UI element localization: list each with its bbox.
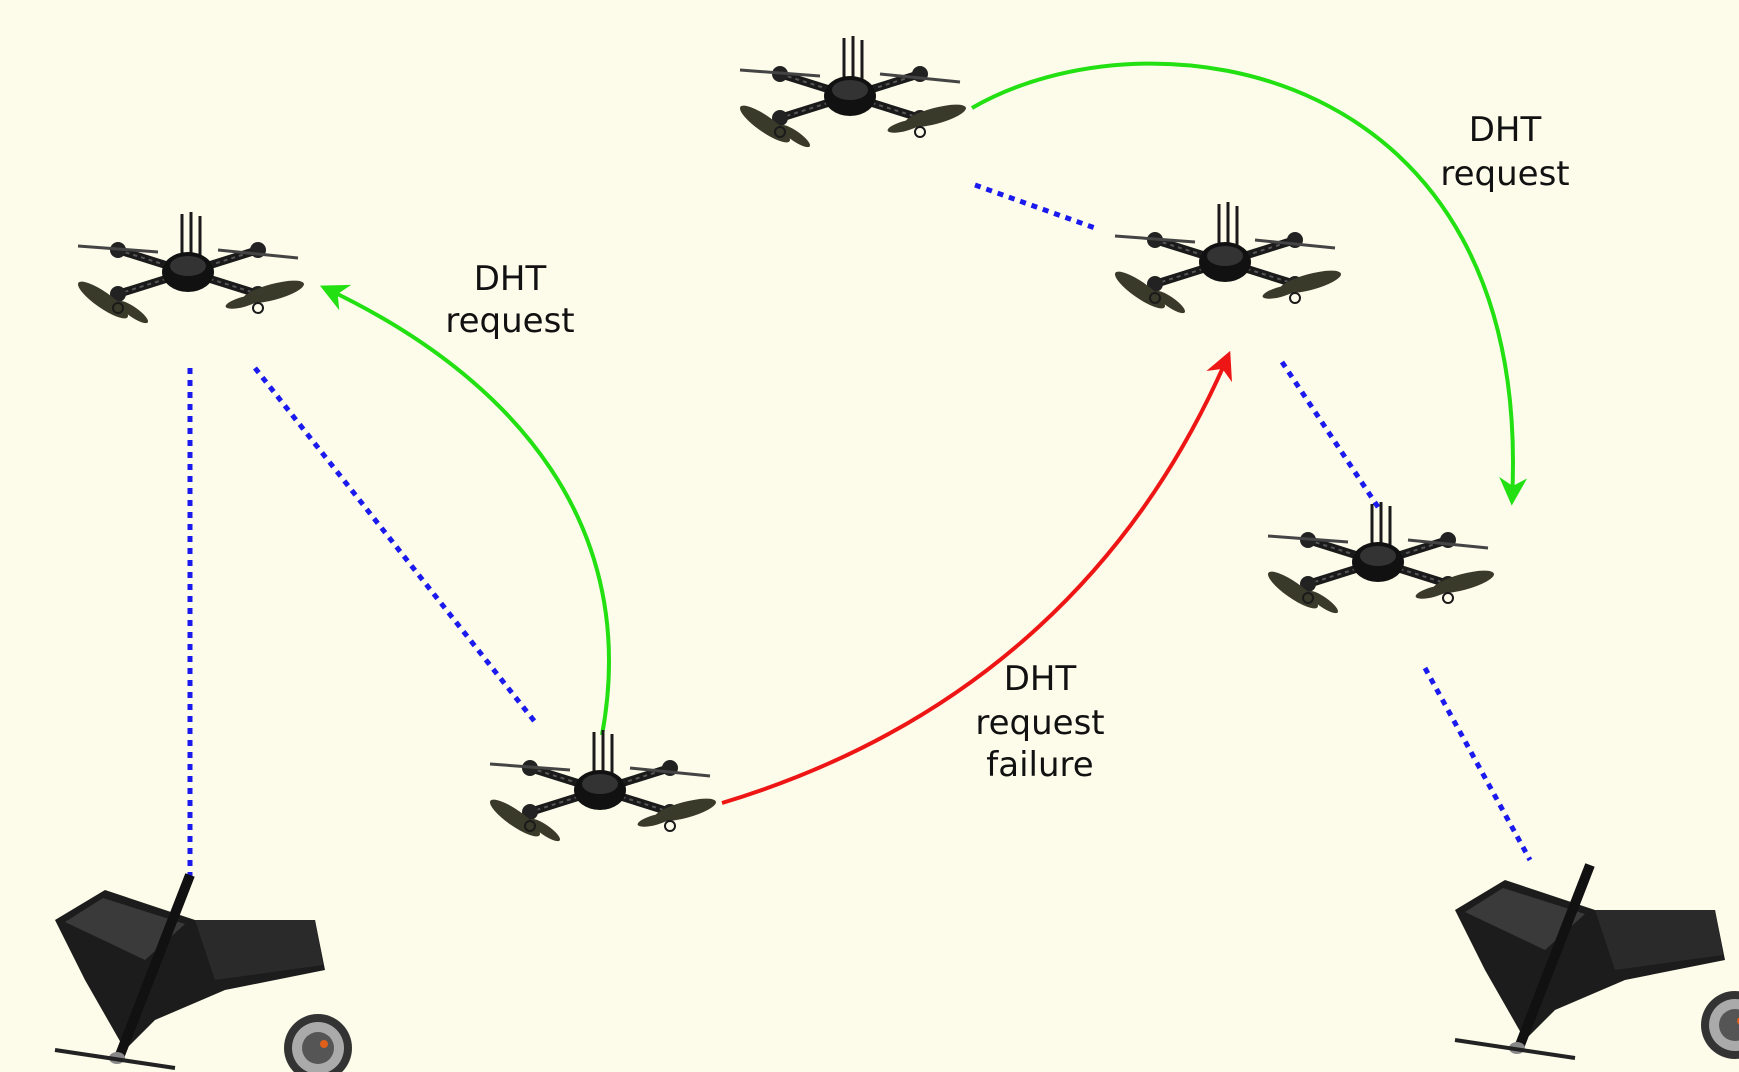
label-line: DHT (1004, 659, 1077, 699)
mesh-links (187, 182, 1533, 880)
label-dht-request-top-right: DHT request (1440, 110, 1569, 194)
fixed-wing-drone-icon (55, 875, 325, 1068)
label-line: DHT (474, 259, 547, 299)
quadcopter-icon (1111, 202, 1343, 316)
label-line: failure (986, 745, 1093, 785)
quadcopter-icon (736, 36, 968, 150)
fixed-wing-drone-icon (1455, 865, 1725, 1058)
label-line: request (445, 301, 574, 341)
camera-icon (284, 1014, 352, 1072)
link-top-drone-to-mid-drone (974, 182, 1096, 231)
quadcopter-icon (486, 730, 718, 844)
label-line: request (1440, 154, 1569, 194)
dht-request-failure-arrow (721, 350, 1232, 805)
dht-request-arrow-left (319, 284, 611, 736)
quadcopter-icon (74, 212, 306, 326)
link-mid-drone-to-right-drone (1279, 360, 1383, 512)
dht-request-arrow-top-right (971, 61, 1528, 506)
label-line: request (975, 703, 1104, 743)
label-dht-request-left: DHT request (445, 259, 574, 341)
camera-icon (1701, 991, 1739, 1059)
link-right-drone-to-right-wing (1422, 666, 1533, 862)
label-dht-request-failure: DHT request failure (975, 659, 1104, 785)
link-left-drone-to-center-drone (253, 366, 537, 724)
label-line: DHT (1469, 110, 1542, 150)
quadcopter-icon (1264, 502, 1496, 616)
